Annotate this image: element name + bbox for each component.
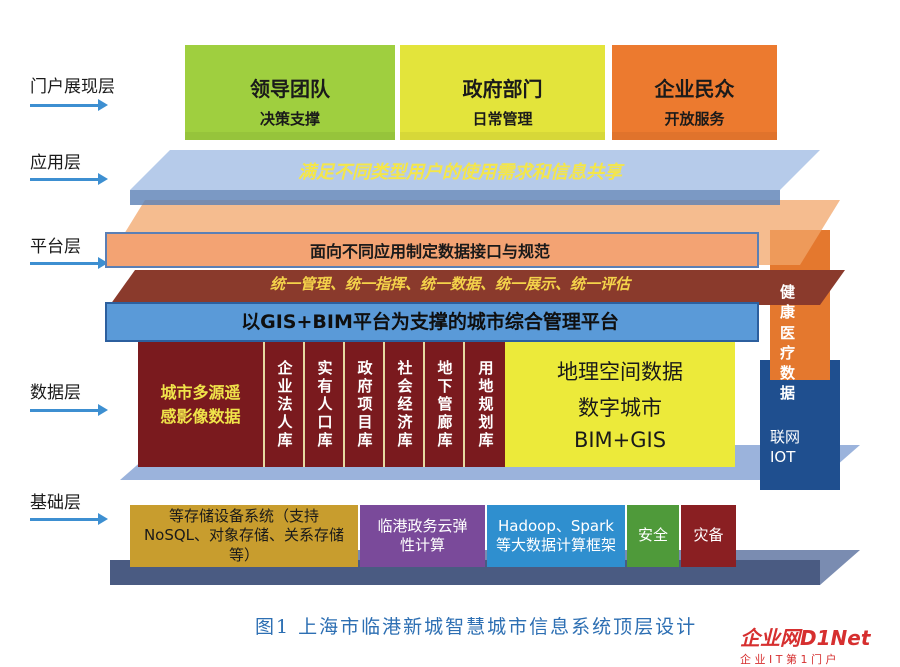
unified-banner: 统一管理、统一指挥、统一数据、统一展示、统一评估 (269, 275, 630, 293)
logo-brand: 企业网D1Net (740, 626, 871, 650)
health-data-label: 健康医疗数据 (780, 283, 796, 403)
data-column-population: 实有人口库 (303, 342, 345, 467)
security-label: 安全 (637, 526, 668, 545)
logo-sub: 企 业 I T 第 1 门 户 (740, 653, 837, 666)
layer-label-infrastructure: 基础层 (30, 493, 81, 513)
cloud-label: 临港政务云弹性计算 (377, 516, 468, 555)
storage-box: 等存储设备系统（支持NoSQL、对象存储、关系存储等） (130, 505, 358, 567)
portal-subtitle: 日常管理 (472, 110, 533, 128)
storage-title: 磁盘阵列 (205, 485, 261, 501)
bigdata-label: Hadoop、Spark等大数据计算框架 (495, 516, 616, 555)
portal-box-leadership: 领导团队 决策支撑 (185, 45, 395, 140)
remote-sensing-block: 城市多源遥感影像数据 (138, 342, 263, 467)
data-column-land-planning: 用地规划库 (463, 342, 507, 467)
storage-label: 等存储设备系统（支持NoSQL、对象存储、关系存储等） (143, 506, 345, 564)
platform-interface-label: 面向不同应用制定数据接口与规范 (309, 242, 550, 261)
geo-line-1: 地理空间数据 (557, 360, 683, 384)
layer-label-platform: 平台层 (30, 237, 81, 257)
arrow-right-icon (30, 257, 108, 269)
platform-interface-bar (105, 232, 759, 268)
security-box: 安全 (627, 505, 679, 567)
portal-subtitle: 决策支撑 (259, 110, 320, 128)
iot-label: 联网 IOT (770, 428, 801, 466)
remote-sensing-label: 城市多源遥感影像数据 (160, 382, 241, 426)
geo-spatial-box: 地理空间数据 数字城市 BIM+GIS (505, 342, 735, 467)
arrow-right-icon (30, 173, 108, 185)
portal-box-government: 政府部门 日常管理 (400, 45, 605, 140)
bigdata-box: Hadoop、Spark等大数据计算框架 (487, 505, 625, 567)
arrow-right-icon (30, 404, 108, 416)
d1net-logo: 企业网D1Net 企 业 I T 第 1 门 户 (740, 622, 900, 666)
disaster-label: 灾备 (693, 526, 724, 545)
data-column-socio-economic: 社会经济库 (383, 342, 425, 467)
data-column-utility-tunnel: 地下管廊库 (423, 342, 465, 467)
layer-label-application: 应用层 (30, 153, 81, 173)
figure-caption: 图1 上海市临港新城智慧城市信息系统顶层设计 (255, 616, 698, 638)
geo-line-2: 数字城市 (578, 396, 662, 420)
layer-label-data: 数据层 (30, 383, 81, 403)
portal-title: 政府部门 (462, 77, 543, 101)
geo-line-3: BIM+GIS (573, 428, 667, 452)
cloud-box: 临港政务云弹性计算 (360, 505, 485, 567)
application-banner: 满足不同类型用户的使用需求和信息共享 (298, 162, 622, 183)
portal-subtitle: 开放服务 (664, 110, 725, 128)
portal-title: 领导团队 (250, 77, 330, 101)
portal-box-public: 企业民众 开放服务 (612, 45, 777, 140)
layer-label-portal: 门户展现层 (30, 77, 115, 97)
arrow-right-icon (30, 99, 108, 111)
data-column-gov-projects: 政府项目库 (343, 342, 385, 467)
arrow-right-icon (30, 513, 108, 525)
platform-main-label: 以GIS+BIM平台为支撑的城市综合管理平台 (241, 311, 619, 333)
disaster-recovery-box: 灾备 (681, 505, 736, 567)
portal-title: 企业民众 (654, 77, 735, 101)
data-column-enterprise: 企业法人库 (263, 342, 305, 467)
platform-main-bar (105, 302, 759, 342)
